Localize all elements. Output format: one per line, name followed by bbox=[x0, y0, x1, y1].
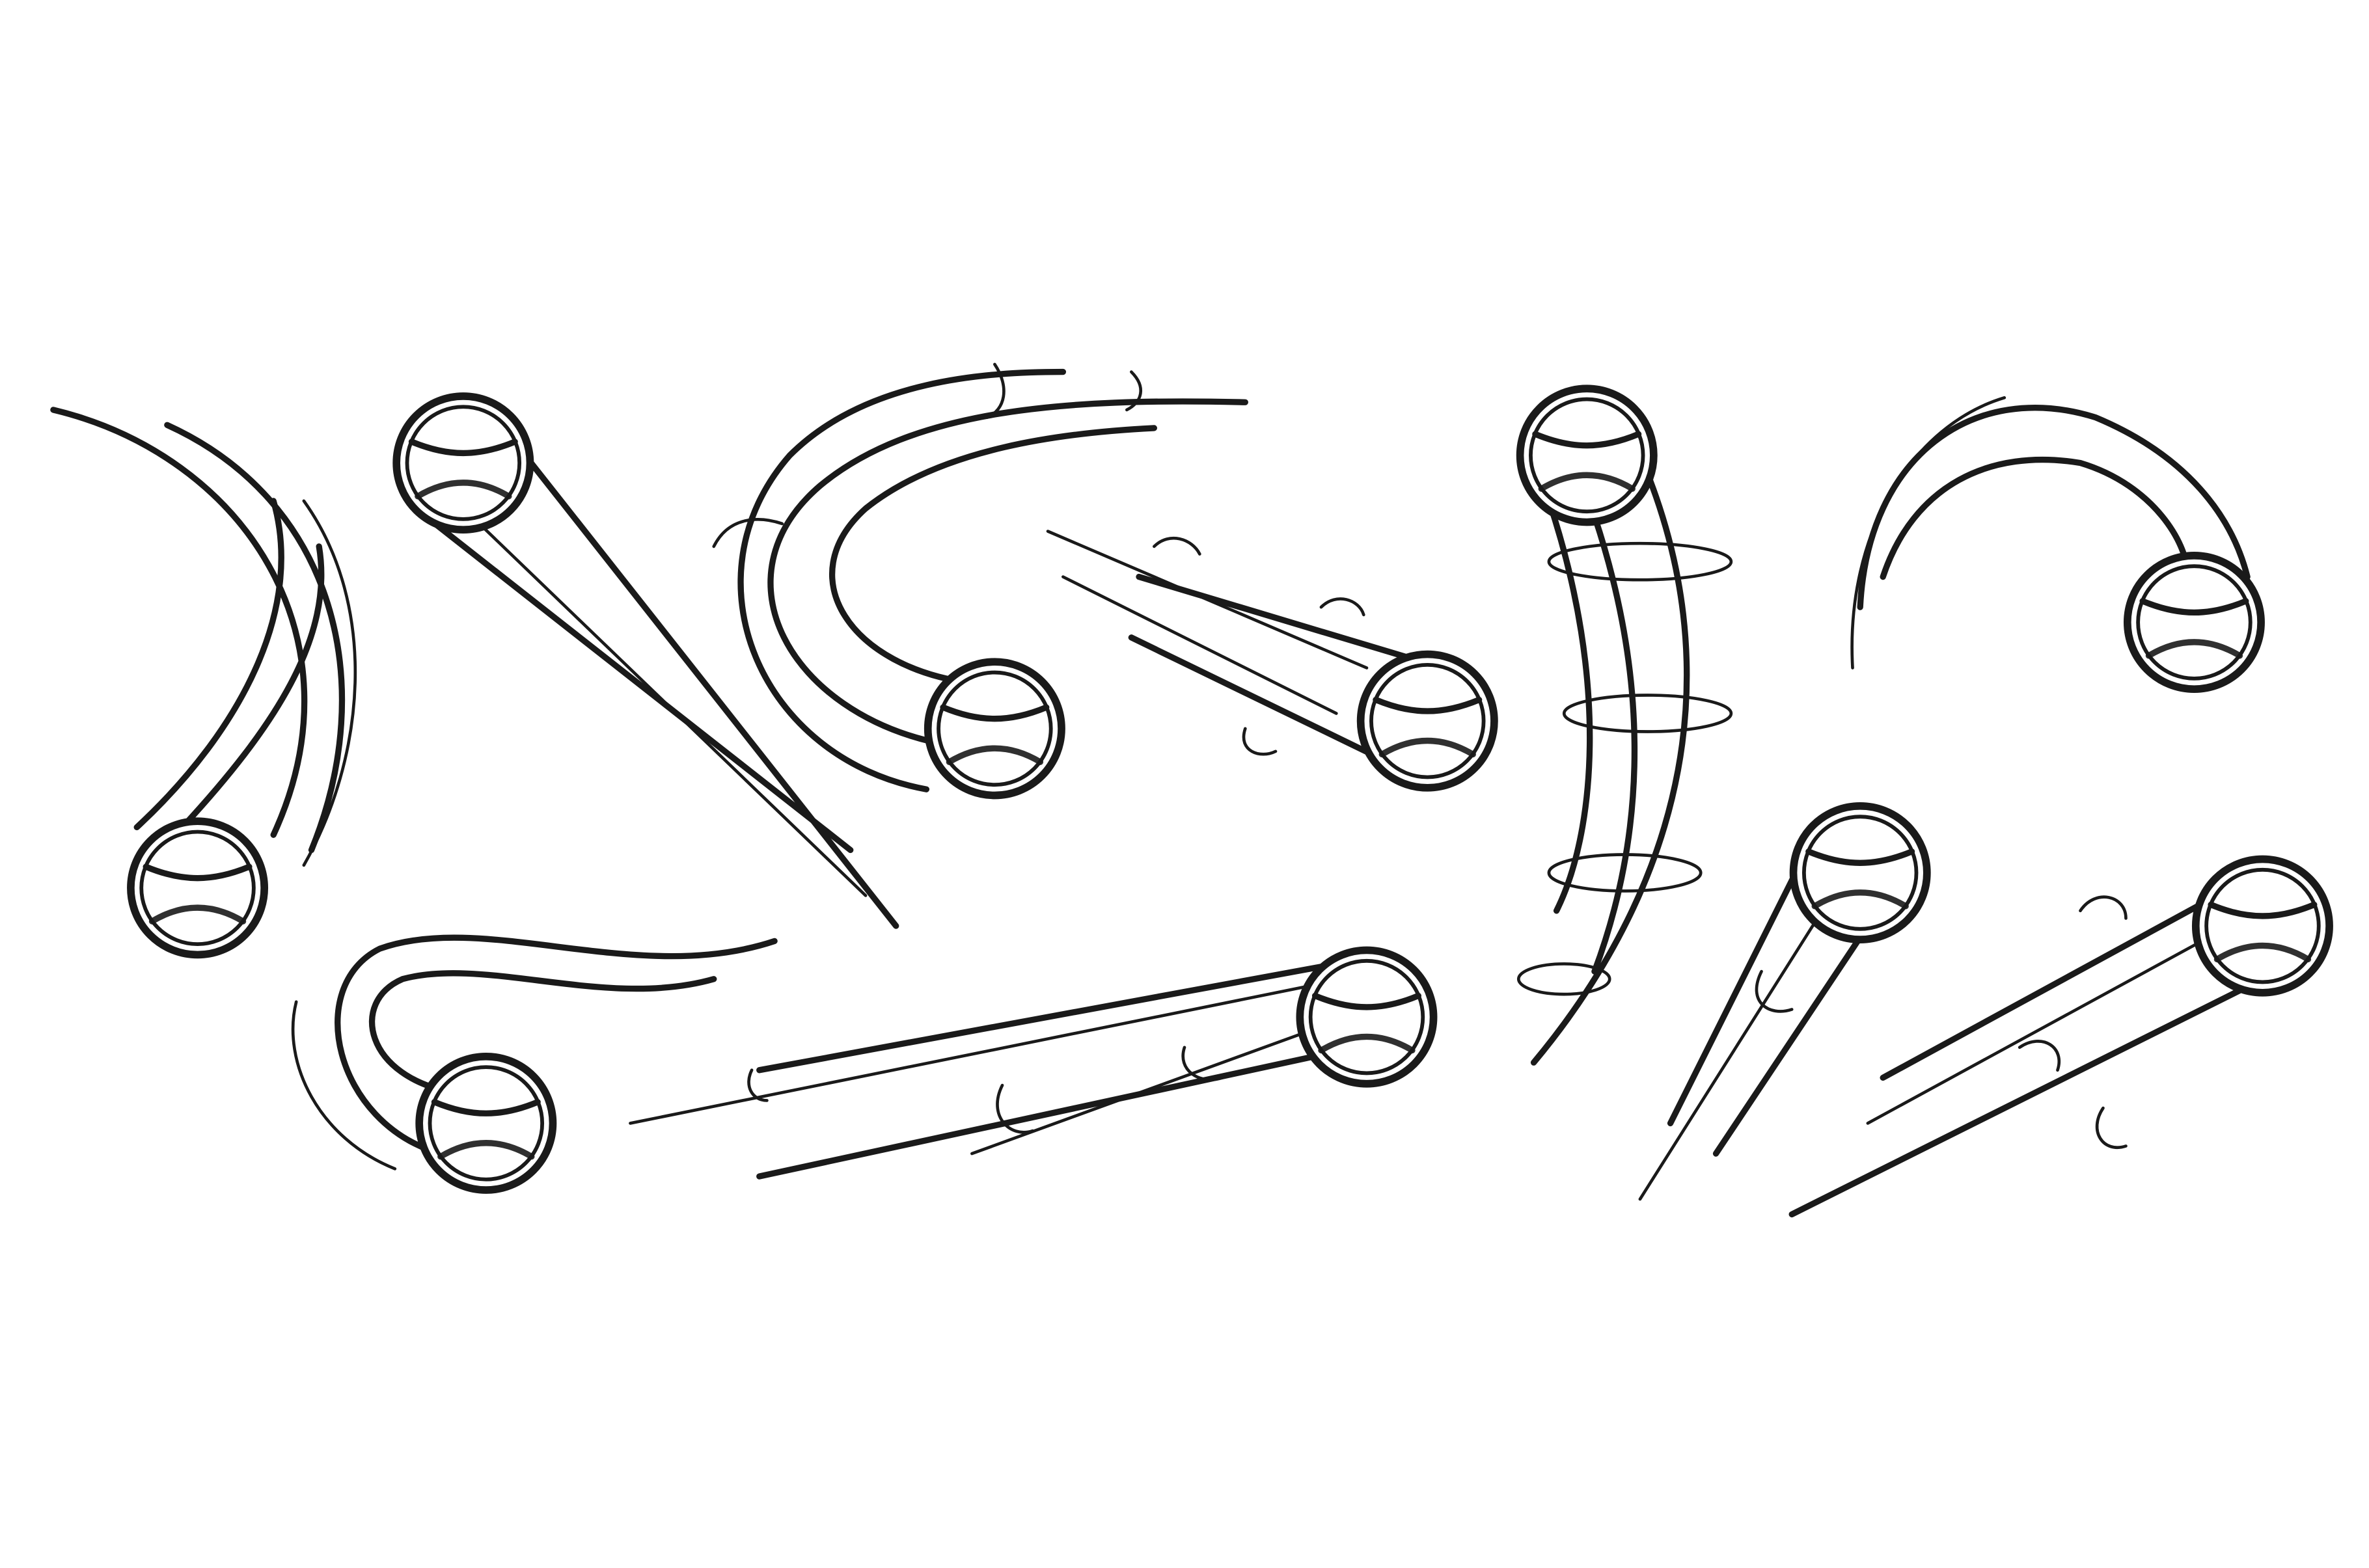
ball-long-horizontal bbox=[629, 950, 1433, 1180]
ball-horizontal-puffs bbox=[1046, 530, 1494, 788]
tennis-ball-icon bbox=[419, 1057, 553, 1190]
tennis-ball-icon bbox=[396, 396, 530, 530]
ball-loop bbox=[291, 934, 778, 1190]
ball-diagonal-right bbox=[1788, 859, 2329, 1218]
ball-falling-rings bbox=[1518, 388, 1733, 1066]
ball-arc-right bbox=[1850, 396, 2261, 689]
tennis-ball-icon bbox=[1794, 806, 1927, 939]
tennis-ball-icon bbox=[131, 821, 264, 954]
ball-diagonal-small bbox=[1638, 806, 1927, 1201]
tennis-ball-icon bbox=[1300, 950, 1433, 1083]
ball-curve-left bbox=[50, 407, 357, 955]
tennis-ball-icon bbox=[1361, 655, 1494, 788]
tennis-ball-icon bbox=[2128, 556, 2261, 689]
tennis-ball-icon bbox=[928, 662, 1061, 795]
ball-diagonal-down bbox=[396, 396, 899, 929]
tennis-ball-icon bbox=[1520, 388, 1654, 522]
tennis-ball-icon bbox=[2196, 859, 2329, 992]
ball-u-turn bbox=[712, 362, 1248, 796]
